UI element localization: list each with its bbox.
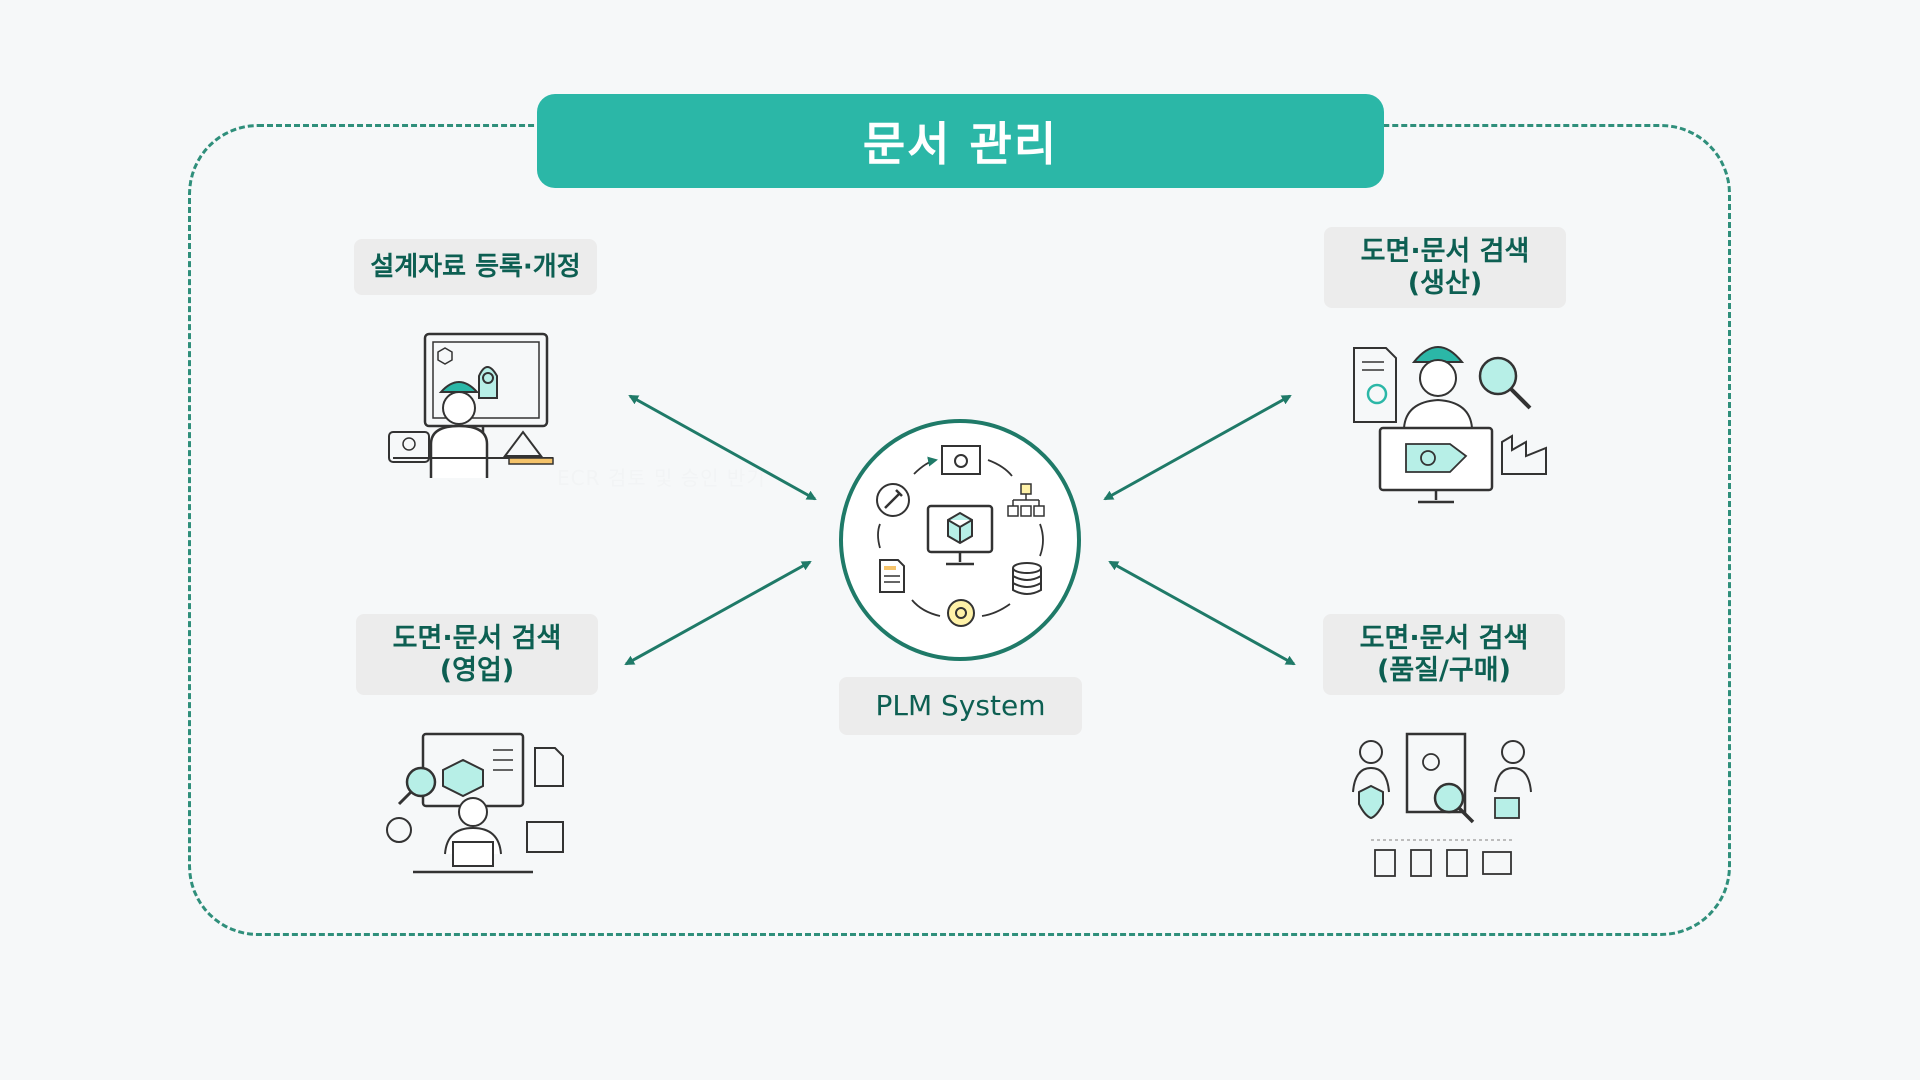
page-title: 문서 관리 bbox=[537, 94, 1384, 188]
node-register-label: 설계자료 등록·개정 bbox=[354, 239, 597, 295]
production-search-icon bbox=[1353, 346, 1547, 504]
arrow-quality-plm bbox=[1108, 560, 1296, 666]
engineer-workstation-icon bbox=[388, 332, 554, 478]
quality-purchase-icon bbox=[1352, 732, 1532, 877]
arrow-production-plm bbox=[1103, 394, 1292, 501]
node-sales-label: 도면·문서 검색 (영업) bbox=[356, 614, 598, 695]
node-production-label: 도면·문서 검색 (생산) bbox=[1324, 227, 1566, 308]
sales-search-icon bbox=[386, 732, 564, 874]
arrow-sales-plm bbox=[624, 560, 812, 666]
node-plm-label: PLM System bbox=[839, 677, 1082, 735]
arrow-register-plm bbox=[628, 394, 817, 501]
title-text: 문서 관리 bbox=[862, 117, 1059, 171]
plm-cycle-icon bbox=[839, 419, 1081, 661]
node-quality-label: 도면·문서 검색 (품질/구매) bbox=[1323, 614, 1565, 695]
